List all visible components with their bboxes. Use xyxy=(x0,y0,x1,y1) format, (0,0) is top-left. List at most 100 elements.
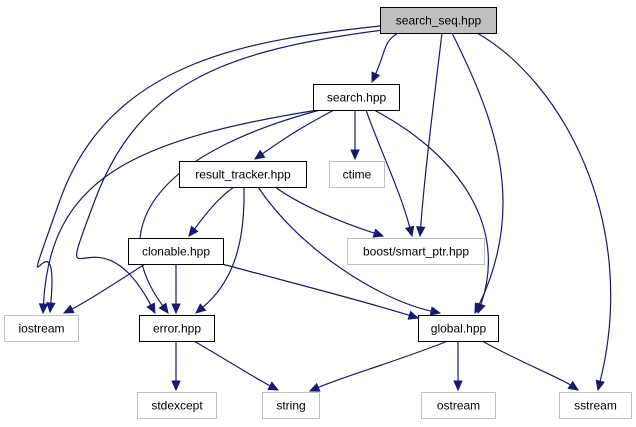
edge-search-to-ctime xyxy=(350,110,360,161)
node-label: stdexcept xyxy=(151,399,203,413)
node-layer: search_seq.hpp search.hpp result_tracker.h… xyxy=(4,7,632,419)
node-box xyxy=(137,392,217,419)
node-box xyxy=(347,238,485,265)
edge-line xyxy=(375,32,399,75)
edge-search-to-global xyxy=(373,109,489,315)
arrowhead xyxy=(267,381,280,391)
edge-clonable-to-iostream xyxy=(62,263,146,314)
edge-line xyxy=(71,263,146,310)
edge-result_tracker-to-boost xyxy=(274,186,385,238)
edge-search_seq-to-boost xyxy=(415,32,443,238)
node-box xyxy=(139,315,215,342)
edge-global-to-string xyxy=(308,340,449,392)
edge-search-to-iostream xyxy=(38,109,319,315)
arrowhead xyxy=(371,71,381,84)
arrowhead xyxy=(372,228,385,238)
node-box xyxy=(4,315,79,342)
arrowhead xyxy=(308,382,321,392)
edge-error-to-string xyxy=(193,340,280,391)
edge-search_seq-to-sstream xyxy=(476,32,612,392)
arrowhead xyxy=(158,302,169,314)
edge-line xyxy=(420,32,443,228)
edge-global-to-ostream xyxy=(453,340,463,392)
arrowhead xyxy=(453,380,463,392)
node-search_seq[interactable]: search_seq.hpp xyxy=(380,7,497,34)
edge-line xyxy=(193,340,271,387)
edge-line xyxy=(194,186,235,230)
node-label: string xyxy=(276,399,305,413)
edge-search-to-boost xyxy=(365,109,415,238)
node-box xyxy=(262,392,320,419)
node-boost[interactable]: boost/smart_ptr.hpp xyxy=(347,238,485,265)
arrowhead xyxy=(350,149,360,161)
arrowhead xyxy=(253,149,266,160)
edge-line xyxy=(76,29,384,306)
node-box xyxy=(559,392,632,419)
edge-line xyxy=(42,109,319,305)
arrowhead xyxy=(38,303,49,315)
arrowhead xyxy=(415,226,426,238)
node-label: error.hpp xyxy=(153,322,201,336)
edge-result_tracker-to-global xyxy=(257,186,442,316)
node-label: clonable.hpp xyxy=(142,245,210,259)
node-box xyxy=(418,315,499,342)
node-ctime[interactable]: ctime xyxy=(329,161,385,188)
node-ostream[interactable]: ostream xyxy=(421,392,496,419)
edge-search_seq-to-search xyxy=(371,32,399,84)
arrowhead xyxy=(146,302,156,315)
edge-clonable-to-error xyxy=(171,263,181,315)
node-iostream[interactable]: iostream xyxy=(4,315,79,342)
edge-clonable-to-global xyxy=(221,263,420,320)
edge-search-to-result_tracker xyxy=(253,109,335,160)
node-label: ostream xyxy=(437,399,480,413)
arrowhead xyxy=(46,302,56,314)
arrowhead xyxy=(407,310,420,320)
edge-search_seq-to-error xyxy=(76,29,384,315)
node-box xyxy=(421,392,496,419)
arrowhead xyxy=(404,225,415,238)
arrowhead xyxy=(429,306,442,316)
arrowhead xyxy=(171,380,181,392)
node-label: sstream xyxy=(574,399,617,413)
edge-search_seq-to-iostream xyxy=(36,25,381,314)
node-string[interactable]: string xyxy=(262,392,320,419)
node-label: result_tracker.hpp xyxy=(195,168,291,182)
node-label: global.hpp xyxy=(431,322,487,336)
node-search[interactable]: search.hpp xyxy=(313,84,400,111)
node-sstream[interactable]: sstream xyxy=(559,392,632,419)
edge-line xyxy=(262,109,335,155)
node-clonable[interactable]: clonable.hpp xyxy=(128,238,224,265)
node-result_tracker[interactable]: result_tracker.hpp xyxy=(179,161,307,188)
edge-result_tracker-to-clonable xyxy=(188,186,235,237)
edge-line xyxy=(257,186,432,312)
edge-line xyxy=(139,109,321,307)
edge-line xyxy=(481,340,571,386)
edge-result_tracker-to-error xyxy=(195,186,245,314)
node-label: boost/smart_ptr.hpp xyxy=(363,245,469,259)
node-box xyxy=(128,238,224,265)
edge-line xyxy=(274,186,375,234)
edge-line xyxy=(202,186,245,308)
arrowhead xyxy=(62,304,75,314)
edge-line xyxy=(221,263,410,316)
edge-global-to-sstream xyxy=(481,340,580,391)
arrowhead xyxy=(567,380,580,391)
edge-line xyxy=(476,32,612,382)
node-box xyxy=(329,161,385,188)
node-label: iostream xyxy=(18,322,64,336)
node-label: ctime xyxy=(343,168,372,182)
arrowhead xyxy=(195,303,207,314)
edge-line xyxy=(451,32,504,306)
arrowhead xyxy=(595,379,605,392)
edge-line xyxy=(373,109,489,305)
node-stdexcept[interactable]: stdexcept xyxy=(137,392,217,419)
arrowhead xyxy=(171,303,181,315)
node-global[interactable]: global.hpp xyxy=(418,315,499,342)
edge-error-to-stdexcept xyxy=(171,340,181,392)
edge-line xyxy=(318,340,449,388)
node-error[interactable]: error.hpp xyxy=(139,315,215,342)
arrowhead xyxy=(188,225,199,237)
edge-line xyxy=(36,25,381,304)
node-box xyxy=(179,161,307,188)
